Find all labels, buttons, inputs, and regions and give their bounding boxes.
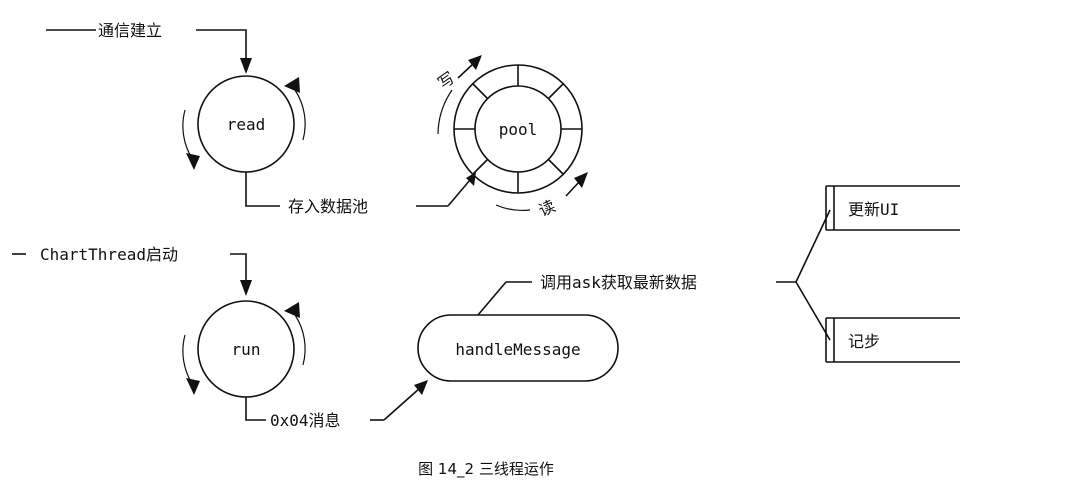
- pool-divider-se: [547, 158, 564, 175]
- read-cn-arc: [495, 204, 531, 212]
- comm-arrowhead: [240, 58, 252, 74]
- msg-arrowhead: [414, 380, 428, 395]
- run-to-msg-connector: [245, 397, 266, 421]
- label-msg-0x04: 0x04消息: [270, 411, 341, 430]
- read-rotation-arrowhead-left: [186, 153, 200, 170]
- read-rotation-arc-left: [182, 109, 194, 161]
- record-step-label: 记步: [848, 332, 880, 351]
- handle-message-node: [417, 314, 619, 382]
- update-ui-label: 更新UI: [848, 200, 899, 219]
- branch-to-record-step: [795, 281, 831, 341]
- read-rotation-arrowhead-right: [284, 77, 300, 93]
- pool-node-label: pool: [499, 120, 538, 139]
- label-call-ask: 调用ask获取最新数据: [540, 273, 697, 292]
- pool-divider-sw: [472, 158, 489, 175]
- run-rotation-arrowhead-right: [284, 302, 300, 318]
- store-arrow-shaft: [447, 179, 471, 207]
- branch-to-update-ui: [795, 209, 831, 283]
- read-cn-arrowhead: [574, 172, 588, 188]
- run-rotation-arrowhead-left: [186, 378, 200, 395]
- handle-to-ask-connector: [477, 281, 507, 316]
- update-ui-box: 更新UI: [825, 185, 960, 231]
- msg-arrow-shaft: [383, 387, 421, 421]
- handle-message-label: handleMessage: [455, 340, 580, 359]
- figure-caption: 图 14_2 三线程运作: [418, 460, 554, 479]
- chart-thread-arrowhead: [240, 280, 252, 296]
- pool-divider-nw: [472, 83, 489, 100]
- pool-divider-ne: [547, 83, 564, 100]
- label-comm-established: 通信建立: [98, 21, 162, 40]
- write-arc: [437, 89, 453, 135]
- pool-ring-buffer: pool: [453, 64, 583, 194]
- read-cn-arrow-shaft: [565, 180, 581, 197]
- label-chart-thread: ChartThread启动: [40, 245, 178, 264]
- read-node-label: read: [227, 115, 266, 134]
- label-store-pool: 存入数据池: [288, 197, 368, 216]
- read-to-store-connector: [245, 172, 280, 207]
- label-write: 写: [434, 68, 458, 93]
- run-rotation-arc-left: [182, 334, 194, 386]
- record-step-box: 记步: [825, 317, 960, 363]
- run-rotation-arc-right: [294, 314, 306, 366]
- comm-to-read-connector: [196, 29, 247, 62]
- run-node-label: run: [232, 340, 261, 359]
- chart-thread-to-run-connector: [230, 253, 247, 282]
- label-read-cn: 读: [536, 196, 559, 220]
- write-arrowhead: [468, 55, 482, 70]
- write-arrow-shaft: [457, 62, 475, 79]
- read-rotation-arc-right: [294, 89, 306, 141]
